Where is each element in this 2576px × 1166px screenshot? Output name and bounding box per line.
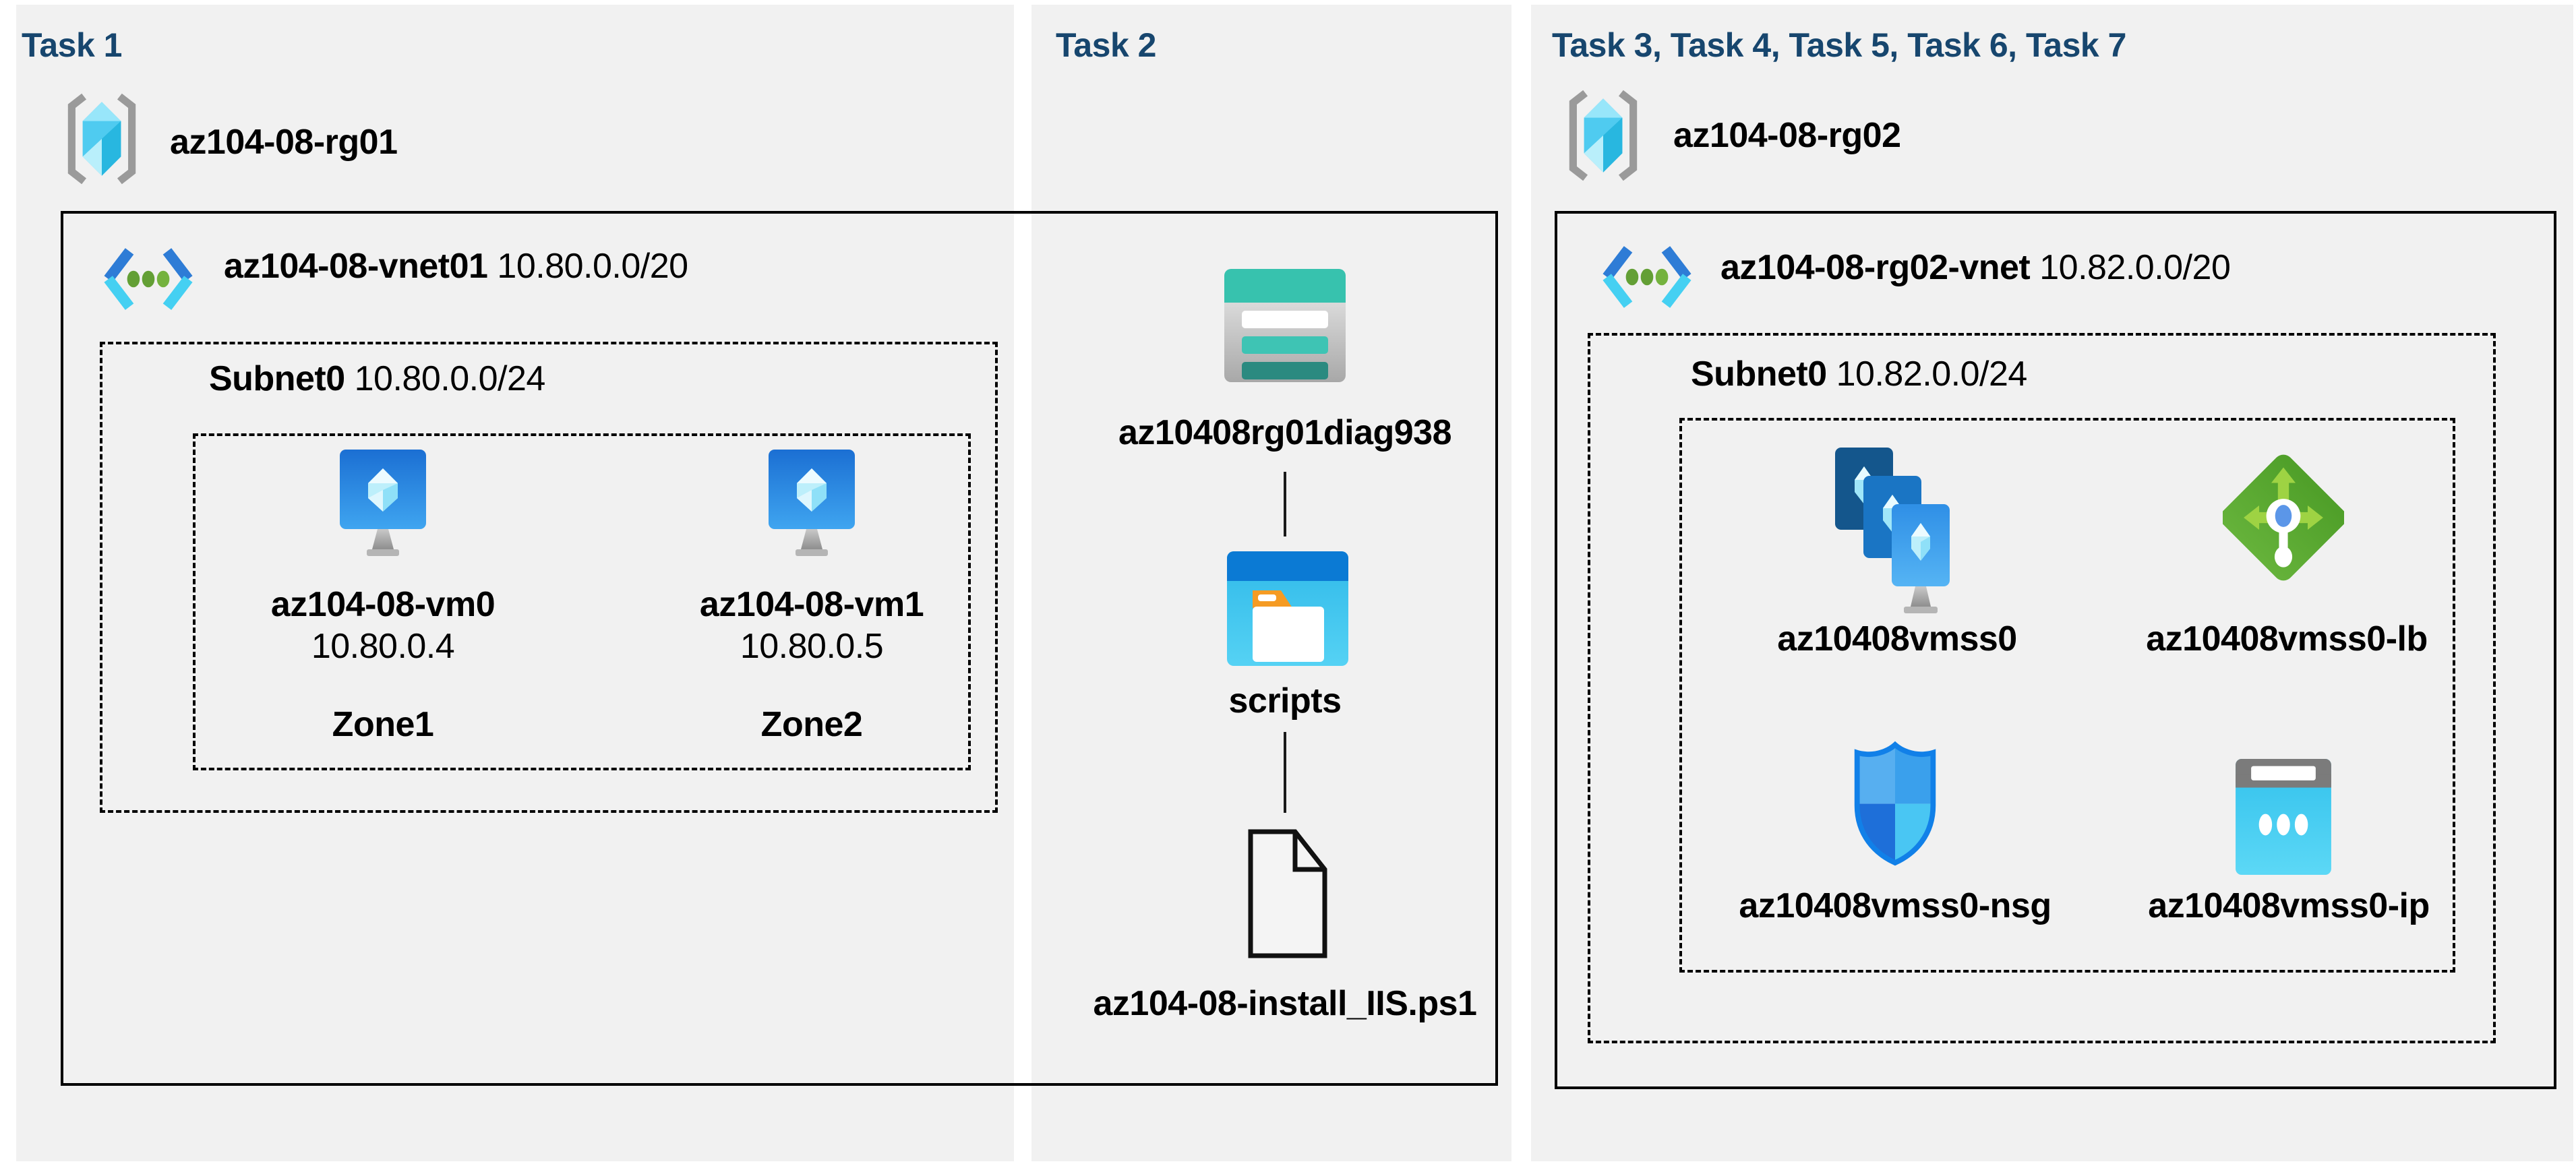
vm0-ip: 10.80.0.4: [311, 627, 455, 666]
file-icon: [1248, 829, 1327, 958]
vnet2-cidr: 10.82.0.0/20: [2039, 248, 2231, 287]
connector-storage-scripts: [1284, 472, 1286, 536]
vnet2-name: az104-08-rg02-vnet: [1720, 248, 2031, 287]
virtual-machine-icon: [340, 450, 426, 556]
vnet1-box: [61, 211, 1498, 1086]
virtual-network-icon: [104, 248, 193, 310]
task1-title: Task 1: [22, 26, 122, 64]
zones-box: [193, 433, 971, 770]
nsg-label: az10408vmss0-nsg: [1739, 886, 2051, 925]
subnet1-box: [100, 342, 998, 813]
vm0-name: az104-08-vm0: [270, 585, 496, 624]
vnet1-name: az104-08-vnet01: [224, 247, 488, 286]
subnet2-box: [1588, 333, 2496, 1043]
vnet1-cidr: 10.80.0.0/20: [497, 247, 688, 286]
load-balancer-icon: [2223, 454, 2344, 581]
vm1-ip: 10.80.0.5: [740, 627, 884, 666]
subnet2-cidr: 10.82.0.0/24: [1836, 355, 2028, 394]
storage-account-label: az10408rg01diag938: [1118, 413, 1452, 452]
vm1-zone: Zone2: [760, 705, 863, 744]
connector-scripts-file: [1284, 732, 1286, 813]
vm1-name: az104-08-vm1: [699, 585, 924, 624]
public-ip-icon: [2236, 759, 2331, 875]
vmss-label: az10408vmss0: [1777, 619, 2017, 658]
subnet2-name: Subnet0: [1691, 355, 1827, 394]
vmss-box: [1679, 418, 2455, 973]
load-balancer-label: az10408vmss0-lb: [2146, 619, 2428, 658]
vm0-zone: Zone1: [332, 705, 434, 744]
resource-group-icon: [1569, 90, 1638, 181]
file-share-icon: [1227, 551, 1348, 666]
virtual-network-icon: [1602, 246, 1691, 308]
public-ip-label: az10408vmss0-ip: [2148, 886, 2430, 925]
vm-scale-set-icon: [1835, 448, 1950, 613]
storage-account-icon: [1224, 269, 1346, 382]
resource-group-icon: [67, 93, 136, 185]
file-share-label: scripts: [1228, 681, 1342, 720]
panel-task1: [16, 5, 1014, 1161]
subnet1-name: Subnet0: [209, 359, 345, 398]
task3-title: Task 3, Task 4, Task 5, Task 6, Task 7: [1552, 26, 2126, 64]
virtual-machine-icon: [769, 450, 855, 556]
panel-task3: [1531, 5, 2573, 1161]
script-file-label: az104-08-install_IIS.ps1: [1093, 984, 1477, 1023]
task2-title: Task 2: [1056, 26, 1156, 64]
rg1-label: az104-08-rg01: [170, 123, 398, 162]
network-security-group-icon: [1854, 741, 1936, 866]
subnet1-cidr: 10.80.0.0/24: [354, 359, 546, 398]
rg2-label: az104-08-rg02: [1673, 116, 1901, 155]
vnet2-box: [1555, 211, 2556, 1089]
